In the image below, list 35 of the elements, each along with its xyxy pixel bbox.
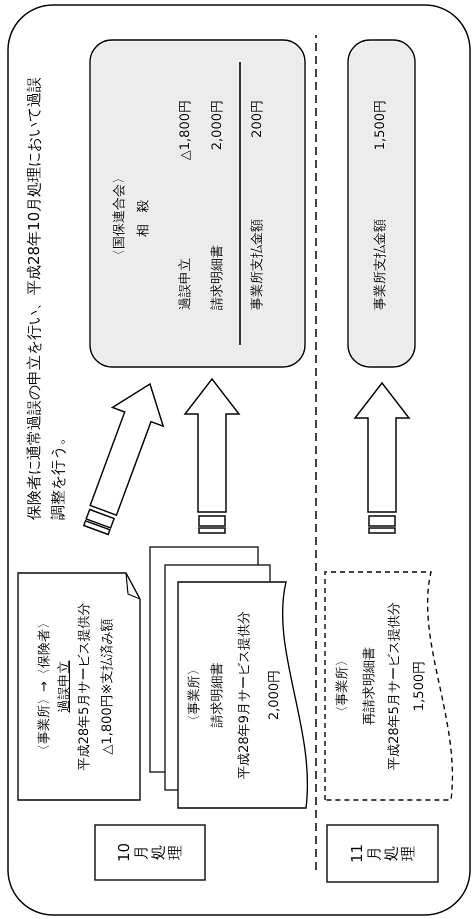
month-label: 11月処理 [348, 844, 416, 864]
ledger-text: 相殺 [136, 188, 152, 237]
document-text: 〈事業所〉→〈保険者〉 [37, 615, 53, 759]
ledger-text: 請求明細書 [210, 245, 226, 310]
ledger-box [348, 40, 415, 367]
note-text: 保険者に通常過誤の申立を行い、平成28年10月処理において過誤調整を行う。 [24, 76, 68, 520]
ledger-box [90, 40, 305, 367]
document-text: 1,500円 [412, 660, 428, 714]
month-box [327, 825, 438, 882]
document-text: 平成28年5月サービス提供分 [387, 601, 403, 772]
document-shape [18, 573, 140, 800]
document-text: 2,000円 [267, 668, 283, 722]
document-text: 請求明細書 [210, 662, 226, 730]
document-text: 〈事業所〉 [335, 652, 351, 720]
document-text: 〈事業所〉 [187, 662, 203, 730]
document-text: 平成28年5月サービス提供分 [77, 602, 93, 772]
month-label: 10月処理 [116, 842, 184, 862]
ledger-text: 200円 [250, 100, 266, 138]
document-text: 平成28年9月サービス提供分 [237, 610, 253, 781]
document-text: 再請求明細書 [362, 646, 378, 727]
ledger-text: 1,500円 [373, 100, 389, 150]
block-arrow [183, 378, 241, 534]
ledger-text: 2,000円 [210, 100, 226, 150]
document-shape [178, 582, 310, 808]
ledger-text: 事業所支払金額 [373, 219, 389, 310]
ledger-text: 〈国保連合会〉 [112, 171, 128, 262]
ledger-text: △1,800円 [178, 100, 194, 160]
document-text: △1,800円※支払済み額 [100, 617, 116, 757]
document-text: 過誤申立 [57, 660, 73, 714]
month-box [95, 825, 205, 880]
document-shape [325, 572, 455, 800]
block-arrow [82, 382, 164, 536]
ledger-text: 過誤申立 [178, 258, 194, 310]
block-arrow [353, 382, 411, 534]
ledger-text: 事業所支払金額 [250, 219, 266, 310]
